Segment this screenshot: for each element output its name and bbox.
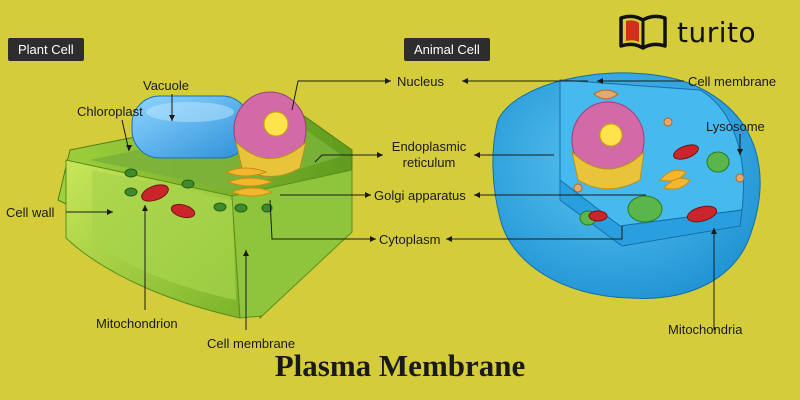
label-lysosome: Lysosome bbox=[706, 119, 765, 134]
animal-vesicles bbox=[573, 117, 745, 193]
leader-arrowheads bbox=[107, 78, 743, 256]
book-icon bbox=[619, 14, 667, 50]
label-animal-cell-membrane: Cell membrane bbox=[688, 74, 777, 89]
brand-name: turito bbox=[677, 15, 757, 49]
label-mitochondrion: Mitochondrion bbox=[96, 316, 178, 331]
animal-nucleus bbox=[571, 101, 645, 190]
plant-golgi bbox=[224, 167, 274, 197]
animal-cell-heading: Animal Cell bbox=[404, 38, 490, 61]
page-title: Plasma Membrane bbox=[274, 348, 526, 383]
label-endoplasmic: Endoplasmic bbox=[391, 139, 467, 154]
plant-cell-heading: Plant Cell bbox=[8, 38, 84, 61]
plant-mitochondria bbox=[141, 184, 196, 219]
brand-logo: turito bbox=[617, 12, 756, 52]
label-nucleus: Nucleus bbox=[397, 74, 444, 89]
animal-golgi bbox=[659, 169, 691, 190]
animal-lysosomes bbox=[579, 151, 730, 226]
label-cytoplasm: Cytoplasm bbox=[379, 232, 441, 247]
plant-chloroplasts bbox=[124, 168, 273, 213]
label-vacuole: Vacuole bbox=[143, 78, 190, 93]
label-plant-cell-membrane: Cell membrane bbox=[207, 336, 296, 351]
label-golgi-apparatus: Golgi apparatus bbox=[374, 188, 466, 203]
animal-cell bbox=[492, 72, 761, 299]
label-mitochondria: Mitochondria bbox=[668, 322, 743, 337]
plant-nucleus bbox=[233, 91, 307, 177]
animal-mitochondria bbox=[588, 144, 718, 223]
plant-cell bbox=[57, 91, 353, 320]
label-cell-wall: Cell wall bbox=[6, 205, 55, 220]
label-reticulum: reticulum bbox=[402, 155, 456, 170]
leader-lines bbox=[66, 80, 741, 330]
label-chloroplast: Chloroplast bbox=[77, 104, 143, 119]
